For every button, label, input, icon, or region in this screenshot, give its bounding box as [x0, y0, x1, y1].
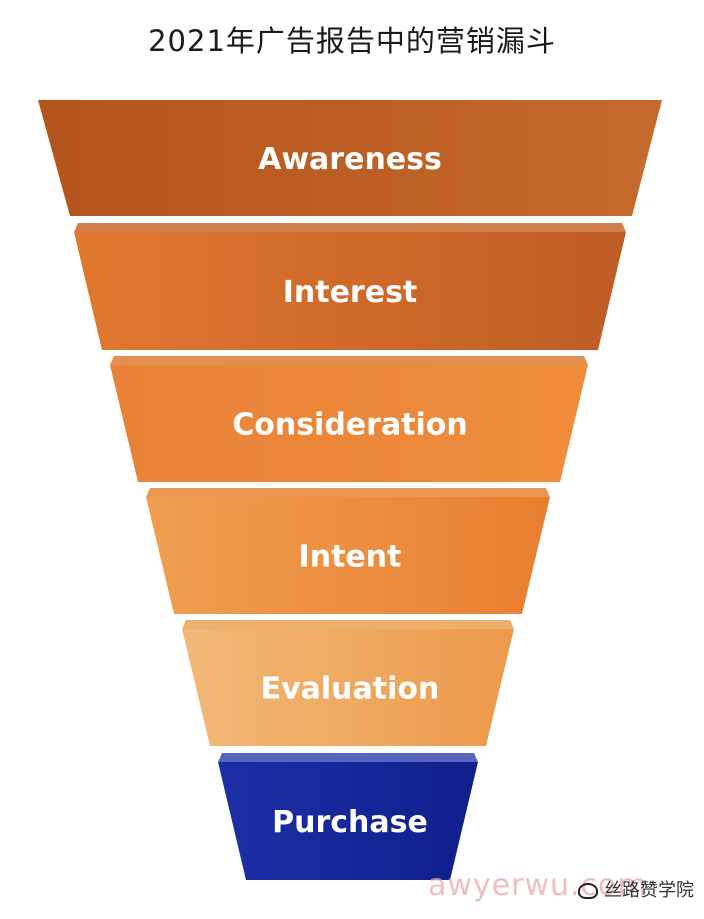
funnel-stage-evaluation [182, 629, 514, 746]
watermark-domain: awyerwu.com [428, 868, 648, 903]
funnel-stage-top-face [146, 488, 550, 497]
funnel-stage-label: Evaluation [261, 672, 440, 707]
watermark-brand-text: 丝路赞学院 [604, 880, 694, 901]
funnel-stage-top-face [182, 620, 514, 629]
funnel-stage-top-face [110, 356, 588, 365]
funnel-stage-label: Consideration [232, 408, 468, 443]
funnel-stage-top-face [74, 223, 626, 232]
tongue-logo-icon [578, 883, 598, 899]
watermark-brand: 丝路赞学院 [578, 876, 694, 902]
funnel-stage-intent [146, 497, 550, 614]
funnel-stage-purchase [218, 762, 478, 880]
funnel-stage-label: Awareness [258, 142, 442, 177]
page-title: 2021年广告报告中的营销漏斗 [148, 24, 556, 58]
watermark: awyerwu.com 丝路赞学院 [428, 868, 698, 908]
funnel-stage-label: Interest [283, 275, 418, 310]
funnel-stage-top-face [218, 753, 478, 762]
funnel-stage-interest [74, 232, 626, 350]
funnel-stage-consideration [110, 365, 588, 482]
funnel-stage-label: Purchase [272, 805, 428, 840]
funnel-stage-label: Intent [299, 540, 402, 575]
funnel-stage-awareness [38, 100, 662, 216]
